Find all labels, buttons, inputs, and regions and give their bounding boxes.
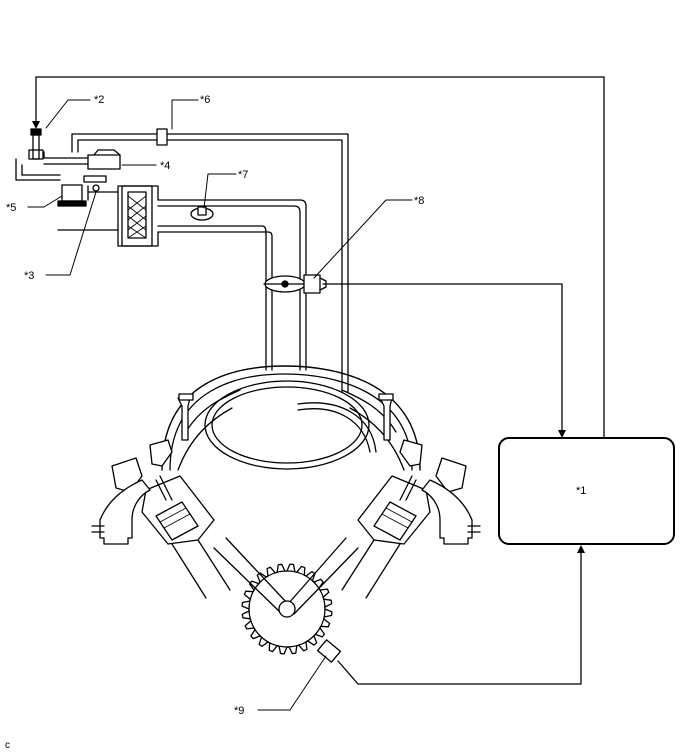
right-head bbox=[357, 475, 431, 545]
crank-assembly bbox=[213, 537, 359, 655]
label-7: *7 bbox=[238, 169, 248, 181]
right-coil-a bbox=[399, 439, 423, 467]
intake-pipe-inner-a bbox=[157, 205, 301, 371]
intake-duct bbox=[57, 185, 307, 371]
right-cylinder-bank bbox=[341, 393, 481, 599]
label-ecm: *1 bbox=[576, 485, 586, 497]
right-piston-rings bbox=[381, 507, 413, 529]
arrowhead-ecm-bottom bbox=[577, 545, 585, 553]
component-6 bbox=[156, 128, 168, 146]
component-2 bbox=[28, 128, 44, 160]
label-3: *3 bbox=[24, 270, 34, 282]
right-coil-b bbox=[435, 457, 467, 493]
left-injector bbox=[177, 397, 191, 441]
runner-right-b bbox=[349, 407, 405, 471]
corner-mark: c bbox=[5, 740, 10, 751]
right-exhaust bbox=[421, 479, 473, 545]
left-head bbox=[141, 475, 215, 545]
left-piston-rings bbox=[159, 507, 191, 529]
air-cleaner-hatch bbox=[127, 195, 147, 239]
right-valve bbox=[399, 475, 417, 501]
label-9: *9 bbox=[234, 705, 244, 717]
left-piston bbox=[155, 501, 199, 541]
component-9 bbox=[316, 639, 342, 663]
air-cleaner-housing bbox=[121, 185, 153, 247]
left-cylinder-wall-1 bbox=[171, 543, 207, 599]
plenum-chamber-inner bbox=[211, 386, 363, 464]
plenum-chamber-outer bbox=[204, 380, 370, 470]
right-piston bbox=[373, 501, 417, 541]
label-4: *4 bbox=[160, 160, 170, 172]
right-cylinder-wall-1 bbox=[365, 543, 401, 599]
ecm-box bbox=[498, 437, 675, 545]
hose-6-inner bbox=[77, 139, 343, 393]
intake-manifold bbox=[161, 365, 421, 471]
callout-labels: *1 *2 *3 *4 *5 *6 *7 *8 *9 bbox=[6, 94, 586, 717]
wire-sensor-9-to-ecm bbox=[337, 551, 582, 685]
plenum-flow-line bbox=[297, 402, 377, 453]
leader-lines bbox=[27, 99, 413, 711]
plenum-outer bbox=[161, 365, 421, 471]
plenum-inner bbox=[169, 373, 413, 471]
label-2: *2 bbox=[94, 94, 104, 106]
arrowhead-ecm-top bbox=[558, 430, 566, 438]
left-exhaust bbox=[99, 479, 151, 545]
intake-pipe-lower bbox=[57, 229, 273, 371]
intake-pipe-inner-b bbox=[157, 225, 267, 371]
hose-4-a bbox=[43, 151, 89, 159]
component-8 bbox=[263, 274, 327, 294]
left-coil-a bbox=[149, 439, 173, 467]
component-5 bbox=[57, 184, 100, 207]
right-cylinder-wall-2 bbox=[341, 539, 375, 591]
component-7 bbox=[190, 206, 214, 221]
hoses bbox=[15, 133, 349, 393]
left-cylinder-bank bbox=[91, 393, 231, 599]
wire-ecm-to-component-2 bbox=[35, 76, 605, 439]
label-5: *5 bbox=[6, 202, 16, 214]
intake-pipe-side bbox=[87, 185, 119, 231]
conrod-left bbox=[213, 537, 289, 615]
air-cleaner-element bbox=[127, 191, 147, 239]
conrod-right bbox=[287, 537, 359, 615]
hose-6-outer bbox=[71, 133, 349, 393]
component-4 bbox=[83, 149, 121, 183]
runner-right-a bbox=[341, 389, 397, 433]
hose-2-down bbox=[15, 158, 61, 181]
wire-sensor-8-to-ecm bbox=[322, 283, 563, 433]
arrowhead-component-2 bbox=[32, 121, 40, 129]
label-8: *8 bbox=[414, 195, 424, 207]
left-cylinder-wall-2 bbox=[197, 539, 231, 591]
signal-wires bbox=[32, 76, 605, 685]
label-6: *6 bbox=[200, 94, 210, 106]
runner-left-a bbox=[185, 389, 241, 433]
left-valve bbox=[155, 475, 173, 501]
runner-left-b bbox=[177, 407, 233, 471]
